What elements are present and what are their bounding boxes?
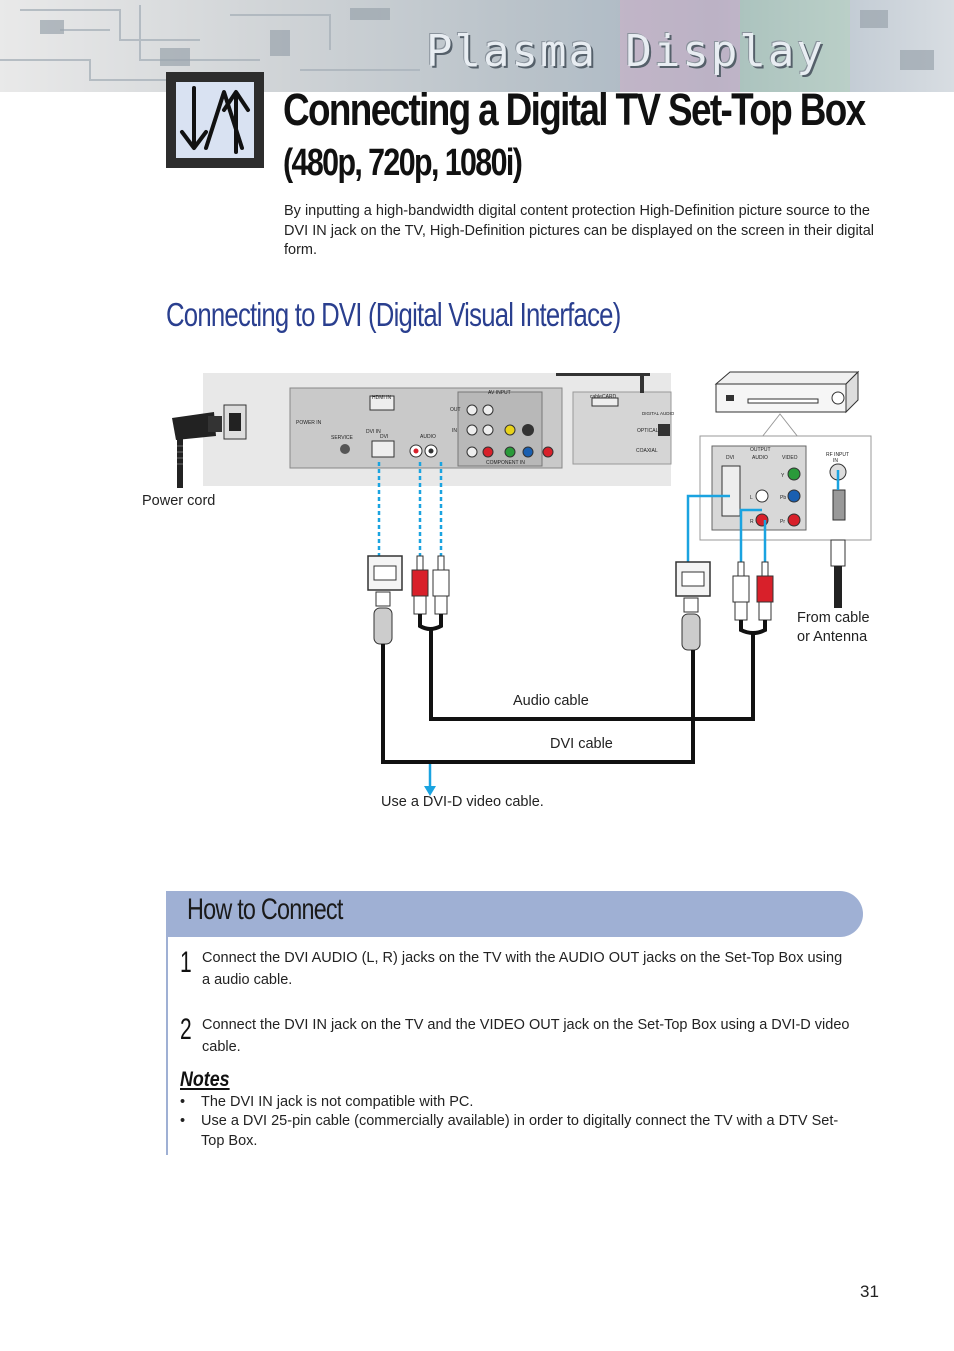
antenna-label: or Antenna [797,629,868,645]
cables [381,614,767,764]
svg-text:COMPONENT IN: COMPONENT IN [486,460,525,466]
svg-text:HDMI IN: HDMI IN [372,395,392,401]
svg-text:POWER IN: POWER IN [296,420,322,426]
svg-text:IN: IN [452,428,457,434]
dvi-connector-left [367,555,403,645]
svg-text:DVI IN: DVI IN [366,429,381,435]
note-text: Use a DVI 25-pin cable (commercially ava… [201,1113,839,1149]
svg-text:RF INPUT: RF INPUT [826,452,849,458]
av-input-jacks [457,391,554,467]
svg-text:OPTICAL: OPTICAL [637,428,659,434]
note-item: • Use a DVI 25-pin cable (commercially a… [180,1112,840,1151]
rca-plugs-left [411,555,450,615]
svg-text:COAXIAL: COAXIAL [636,448,658,454]
set-top-box-graphic [714,370,860,414]
page-number: 31 [860,1282,879,1301]
svg-text:DVI: DVI [726,455,734,461]
connection-diagram: HDMI IN POWER IN DVI IN DVI AUDIO SERVIC… [0,360,954,830]
section-heading: Connecting to DVI (Digital Visual Interf… [166,296,621,333]
diagram-graphic: HDMI IN POWER IN DVI IN DVI AUDIO SERVIC… [172,370,872,796]
step-text: Connect the DVI AUDIO (L, R) jacks on th… [202,950,843,988]
svg-text:OUT: OUT [450,407,461,413]
note-text: The DVI IN jack is not compatible with P… [201,1094,474,1110]
power-plug [172,412,216,440]
page-title: Connecting a Digital TV Set-Top Box [283,84,866,135]
connection-arrows-icon [166,72,264,168]
step-text: Connect the DVI IN jack on the TV and th… [202,1017,850,1055]
notes-title: Notes [180,1068,230,1091]
header-banner: Plasma Display [0,0,954,92]
intro-paragraph: By inputting a high-bandwidth digital co… [284,203,874,258]
svg-text:VIDEO: VIDEO [782,455,798,461]
dvi-jack-stb [721,465,741,517]
svg-text:SERVICE: SERVICE [331,435,354,441]
svg-text:R: R [750,519,754,525]
dvi-cable-label: DVI cable [550,736,613,752]
circuit-board-graphic [0,0,934,92]
from-cable-label: From cable [797,610,870,626]
svg-text:cableCARD: cableCARD [590,394,617,400]
cable-guide-lines [377,462,840,790]
dvi-jack-tv [371,440,395,458]
rca-plugs-right [732,561,774,621]
dvi-note-label: Use a DVI-D video cable. [381,794,544,810]
hdmi-jack [369,395,395,411]
dvi-connector-right [675,561,711,651]
svg-text:AV INPUT: AV INPUT [488,390,511,396]
how-to-connect-title: How to Connect [187,893,343,926]
svg-text:DVI: DVI [380,434,388,440]
page-subtitle: (480p, 720p, 1080i) [283,142,523,184]
section-rule [166,937,168,1155]
svg-text:Y: Y [781,473,785,479]
svg-text:DIGITAL AUDIO: DIGITAL AUDIO [642,411,675,416]
svg-text:Pb: Pb [780,495,786,501]
audio-cable-label: Audio cable [513,693,589,709]
bullet: • [180,1094,186,1110]
svg-text:L: L [750,495,753,501]
svg-text:Pr: Pr [780,519,785,525]
svg-text:AUDIO: AUDIO [420,434,436,440]
svg-text:OUTPUT: OUTPUT [750,447,771,453]
step-number: 2 [180,1013,192,1046]
how-to-connect-bar [166,891,863,937]
banner-title: Plasma Display [426,26,825,77]
bullet: • [180,1113,186,1129]
svg-text:IN: IN [833,458,838,464]
power-cord-label: Power cord [142,493,216,509]
svg-text:AUDIO: AUDIO [752,455,768,461]
step-number: 1 [180,946,192,979]
note-item: • The DVI IN jack is not compatible with… [180,1093,840,1113]
